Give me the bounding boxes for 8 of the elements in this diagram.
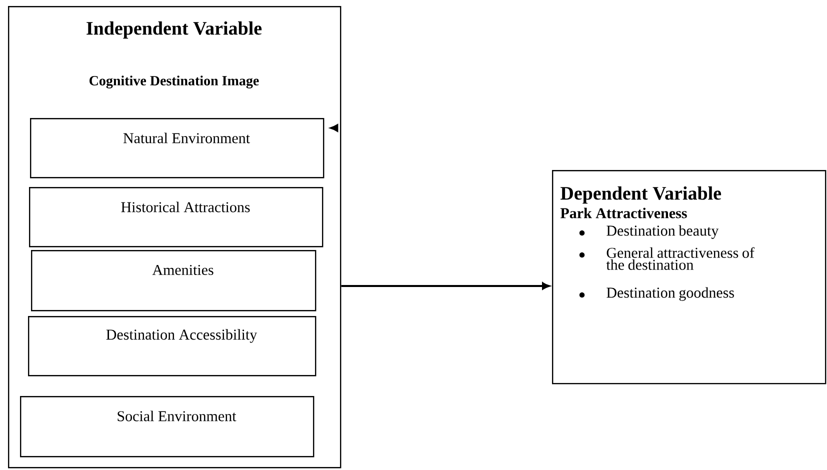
factor-box: Natural Environment	[30, 118, 324, 178]
arrowhead	[329, 124, 338, 132]
factor-box: Destination Accessibility	[28, 316, 316, 376]
factor-box: Historical Attractions	[29, 187, 324, 248]
arrow	[341, 282, 550, 290]
factor-box: Social Environment	[20, 396, 314, 458]
factor-box: Amenities	[31, 250, 316, 312]
variable-panel: Dependent Variable Park Attractiveness Destination beauty General attractiveness of the destination Destination goodness	[552, 170, 826, 384]
